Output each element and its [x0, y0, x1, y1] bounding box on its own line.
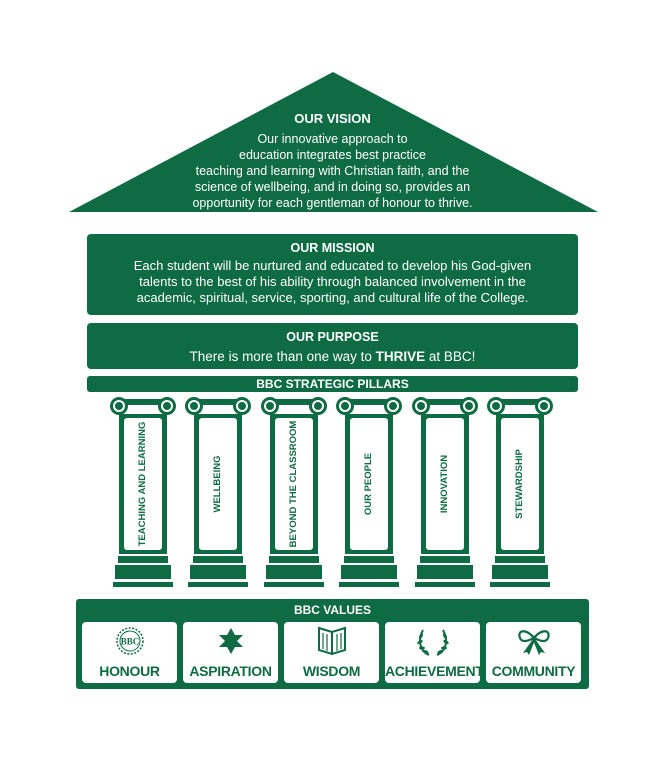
- purpose-emphasis: THRIVE: [375, 349, 426, 364]
- value-card-community: COMMUNITY: [486, 622, 581, 683]
- value-label-achievement: ACHIEVEMENT: [385, 663, 484, 679]
- column-base: [190, 565, 246, 579]
- value-card-aspiration: ASPIRATION: [183, 622, 278, 683]
- column-base: [341, 565, 397, 579]
- value-label-community: COMMUNITY: [491, 663, 576, 679]
- column-plinth: [264, 582, 324, 587]
- column-base: [115, 565, 171, 579]
- vision-line: science of wellbeing, and in doing so, p…: [194, 180, 471, 194]
- star-icon: [218, 628, 243, 654]
- values-title: BBC VALUES: [293, 603, 372, 617]
- bbc-crest-icon: BBC: [115, 627, 144, 655]
- pillar-label-stewardship: STEWARDSHIP: [514, 449, 525, 519]
- vision-line: teaching and learning with Christian fai…: [195, 164, 470, 178]
- column-plinth: [113, 582, 173, 587]
- column-plinth: [188, 582, 248, 587]
- roof-pediment: [69, 72, 598, 212]
- mission-line: talents to the best of his ability throu…: [139, 274, 526, 289]
- mission-line: academic, spiritual, service, sporting, …: [136, 290, 529, 305]
- column-shaft-panel: [501, 418, 539, 550]
- column-base: [269, 556, 319, 563]
- purpose-text-after: at BBC!: [425, 349, 476, 364]
- column-capital: [117, 399, 169, 405]
- svg-text:BBC: BBC: [120, 637, 139, 647]
- mission-text: Each student will be nurtured and educat…: [87, 258, 578, 306]
- column-shaft-panel: [350, 418, 388, 550]
- column-base: [417, 565, 473, 579]
- value-card-achievement: ACHIEVEMENT: [385, 622, 484, 683]
- column-base: [266, 565, 322, 579]
- purpose-title: OUR PURPOSE: [286, 330, 379, 344]
- purpose-section: OUR PURPOSE There is more than one way t…: [87, 323, 578, 369]
- book-icon: [317, 626, 346, 656]
- purpose-text: There is more than one way to THRIVE at …: [87, 349, 578, 364]
- purpose-text-before: There is more than one way to: [189, 349, 376, 364]
- column-plinth: [490, 582, 550, 587]
- ribbon-bow-icon: [517, 630, 550, 655]
- mission-section: OUR MISSION Each student will be nurture…: [87, 234, 578, 315]
- column-base: [344, 556, 394, 563]
- vision-line: education integrates best practice: [239, 148, 426, 162]
- vision-line: Our innovative approach to: [257, 132, 408, 146]
- column-capital: [192, 399, 244, 405]
- value-label-aspiration: ASPIRATION: [189, 663, 272, 679]
- strategic-pillars-title: BBC STRATEGIC PILLARS: [87, 376, 578, 392]
- value-label-wisdom: WISDOM: [302, 663, 361, 679]
- pillar-label-beyond-the-classroom: BEYOND THE CLASSROOM: [288, 420, 299, 548]
- column-plinth: [339, 582, 399, 587]
- column-shaft-panel: [426, 418, 464, 550]
- column-shaft-panel: [124, 418, 162, 550]
- value-card-honour: BBC HONOUR: [82, 622, 177, 683]
- column-shaft-panel: [275, 418, 313, 550]
- column-base: [492, 565, 548, 579]
- column-base: [193, 556, 243, 563]
- value-label-honour: HONOUR: [99, 663, 160, 679]
- column-base: [495, 556, 545, 563]
- vision-title: OUR VISION: [294, 111, 371, 126]
- laurel-wreath-icon: [416, 629, 449, 656]
- mission-title: OUR MISSION: [290, 241, 375, 255]
- column-base: [420, 556, 470, 563]
- pillar-label-innovation: INNOVATION: [439, 454, 450, 514]
- pillar-label-teaching-and-learning: TEACHING AND LEARNING: [137, 421, 148, 547]
- mission-line: Each student will be nurtured and educat…: [133, 258, 532, 273]
- column-capital: [268, 399, 320, 405]
- column-capital: [494, 399, 546, 405]
- pillar-columns: [110, 397, 553, 587]
- vision-text: Our innovative approach to education int…: [150, 131, 515, 211]
- column-capital: [343, 399, 395, 405]
- column-plinth: [415, 582, 475, 587]
- column-shaft-panel: [199, 418, 237, 550]
- vision-section: OUR VISION Our innovative approach to ed…: [150, 111, 515, 211]
- vision-line: opportunity for each gentleman of honour…: [192, 196, 473, 210]
- values-section: BBC VALUES BBC HONOUR ASPIRATION WISDOM: [76, 599, 589, 689]
- pillar-label-wellbeing: WELLBEING: [212, 455, 223, 513]
- column-base: [118, 556, 168, 563]
- column-capital: [419, 399, 471, 405]
- pillar-label-our-people: OUR PEOPLE: [363, 452, 374, 516]
- value-card-wisdom: WISDOM: [284, 622, 379, 683]
